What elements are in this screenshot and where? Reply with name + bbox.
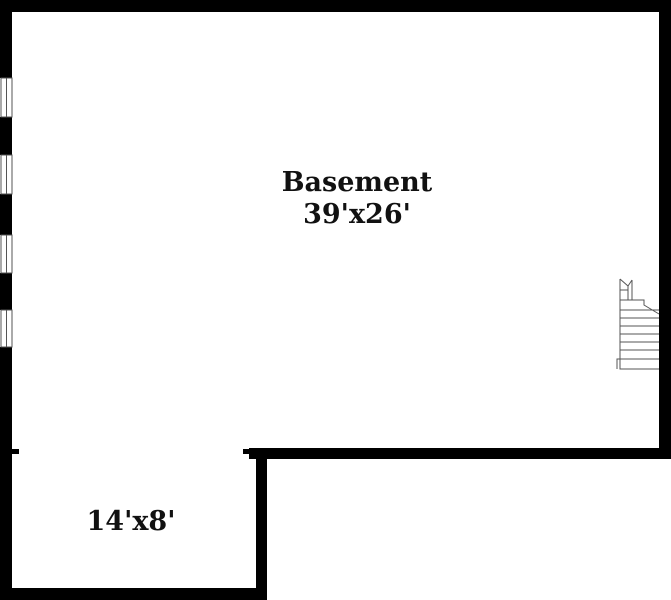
wall-top <box>0 0 671 12</box>
partition-stub-left <box>12 449 19 454</box>
room-dimensions-alcove: 14'x8' <box>87 506 176 537</box>
room-dimensions-basement: 39'x26' <box>303 199 411 230</box>
wall-left-seg <box>0 273 12 310</box>
wall-alcove-right <box>256 455 267 600</box>
wall-lower-step <box>249 448 671 459</box>
stairs-icon <box>616 278 660 370</box>
window <box>0 234 13 274</box>
wall-bottom <box>0 588 267 600</box>
wall-left-seg <box>0 194 12 235</box>
windows-left-wall <box>0 77 13 348</box>
window <box>0 309 13 348</box>
wall-left-seg <box>0 347 12 600</box>
window <box>0 77 13 118</box>
wall-left-seg <box>0 117 12 155</box>
wall-left-seg <box>0 0 12 78</box>
floor-area <box>6 6 665 594</box>
window <box>0 154 13 195</box>
partition-stub-right <box>243 449 252 454</box>
room-name-basement: Basement <box>282 167 433 198</box>
wall-right <box>659 0 671 459</box>
